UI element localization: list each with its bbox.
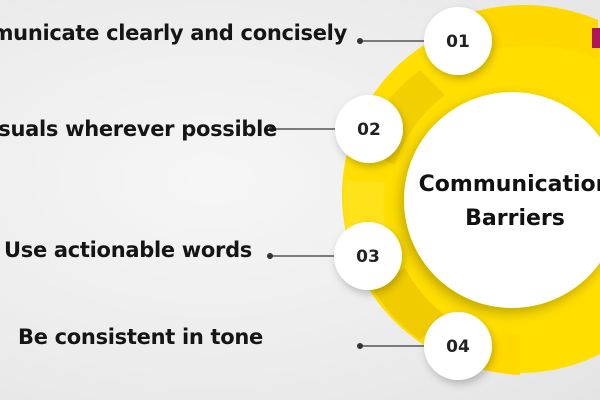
ring-segment xyxy=(370,268,445,340)
center-title-line-2: Barriers xyxy=(465,206,565,231)
connector-dots xyxy=(267,38,363,349)
center-title-line-1: Communication xyxy=(418,172,600,197)
number-label-1: 01 xyxy=(446,32,470,52)
number-label-4: 04 xyxy=(446,337,470,357)
brand-logo-corner xyxy=(592,28,600,48)
center-circle xyxy=(404,92,600,308)
connector-dot-3 xyxy=(267,253,273,259)
item-text-4: Be consistent in tone xyxy=(18,325,263,349)
number-badge-3: 03 xyxy=(334,222,402,290)
number-badge-2: 02 xyxy=(335,95,403,163)
connector-dot-4 xyxy=(357,343,363,349)
item-text-2: visuals wherever possible xyxy=(0,117,277,141)
connector-dot-1 xyxy=(357,38,363,44)
number-badge-1: 01 xyxy=(424,7,492,75)
connector-dot-2 xyxy=(269,126,275,132)
connectors xyxy=(270,40,424,347)
center-title: Communication Barriers xyxy=(410,168,600,236)
item-text-1: mmunicate clearly and concisely xyxy=(0,21,347,45)
number-label-3: 03 xyxy=(356,247,380,267)
number-badge-4: 04 xyxy=(424,312,492,380)
number-label-2: 02 xyxy=(357,120,381,140)
item-text-3: Use actionable words xyxy=(4,238,253,262)
